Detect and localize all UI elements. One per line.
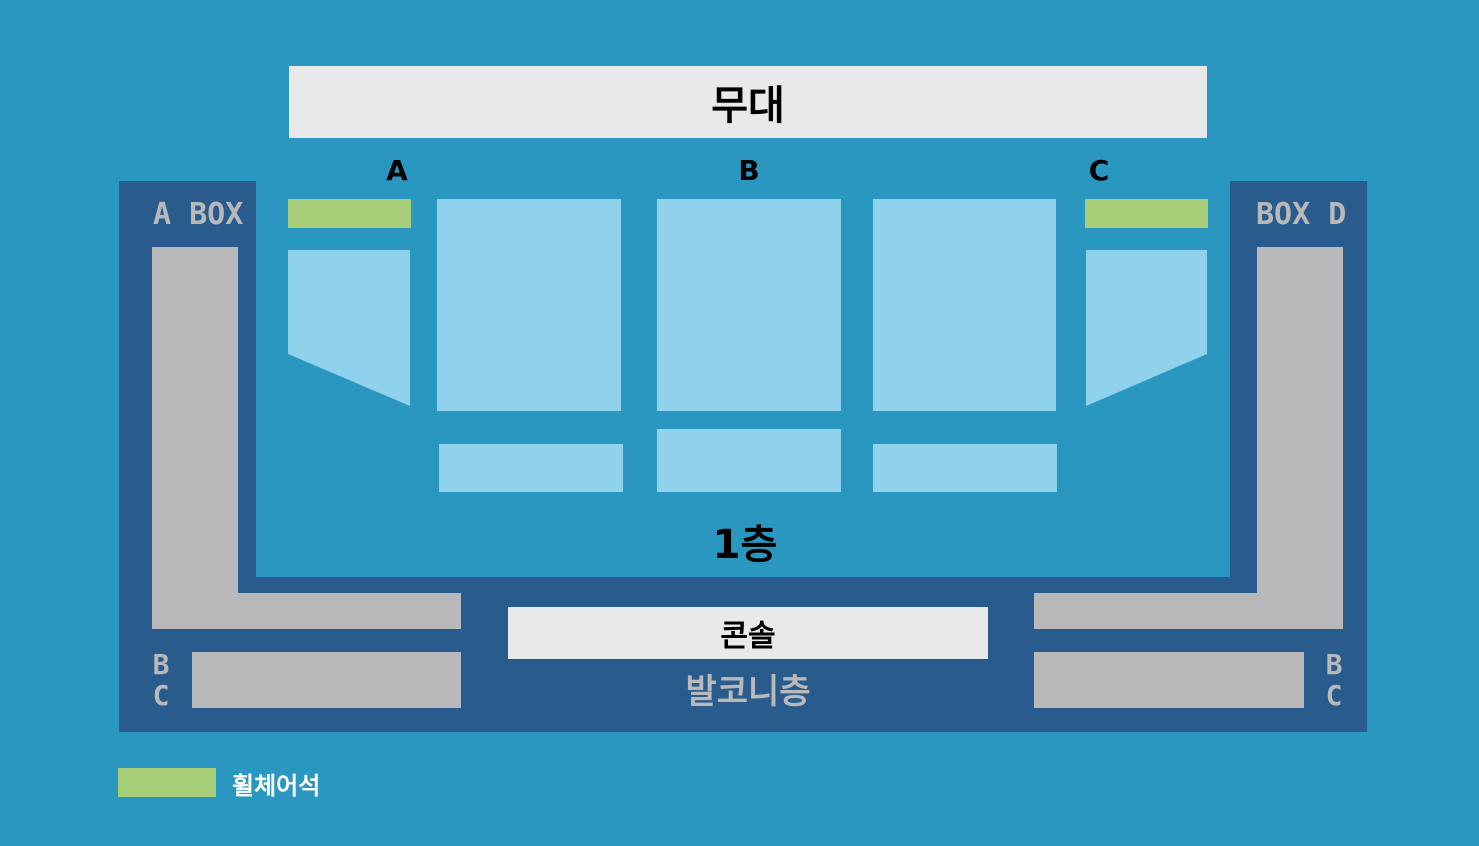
section-c-label: C: [1088, 154, 1110, 187]
box-a-horizontal[interactable]: [152, 593, 461, 629]
legend-wheelchair-label: 휠체어석: [232, 772, 321, 800]
box-b-left-label: B: [152, 648, 170, 681]
box-bc-left[interactable]: [192, 652, 461, 708]
seat-row-right[interactable]: [873, 444, 1057, 492]
seat-block-b-right[interactable]: [873, 199, 1056, 411]
box-a-label: A BOX: [153, 197, 244, 232]
box-c-right-label: C: [1325, 679, 1343, 712]
seat-block-b-left[interactable]: [437, 199, 621, 411]
section-a-label: A: [386, 154, 408, 187]
box-d-horizontal[interactable]: [1034, 593, 1343, 629]
seat-block-b-center[interactable]: [657, 199, 841, 411]
stage-label: 무대: [711, 83, 785, 129]
box-b-right-label: B: [1325, 648, 1343, 681]
wheelchair-seat-a[interactable]: [288, 199, 411, 228]
legend-wheelchair-swatch: [118, 768, 216, 797]
box-bc-right[interactable]: [1034, 652, 1304, 708]
seat-row-left[interactable]: [439, 444, 623, 492]
console-label: 콘솔: [720, 619, 776, 654]
box-c-left-label: C: [152, 679, 170, 712]
console: 콘솔: [508, 607, 988, 659]
box-d-label: BOX D: [1256, 197, 1347, 232]
wheelchair-seat-c[interactable]: [1085, 199, 1208, 228]
box-d-vertical[interactable]: [1257, 247, 1343, 629]
floor-1-label: 1층: [712, 522, 778, 568]
seat-block-a[interactable]: [288, 250, 411, 407]
seat-block-c[interactable]: [1086, 250, 1208, 407]
box-a-vertical[interactable]: [152, 247, 238, 629]
balcony-label: 발코니층: [685, 672, 811, 712]
seat-row-center[interactable]: [657, 429, 841, 492]
stage: 무대: [289, 66, 1207, 138]
section-b-label: B: [738, 154, 760, 187]
